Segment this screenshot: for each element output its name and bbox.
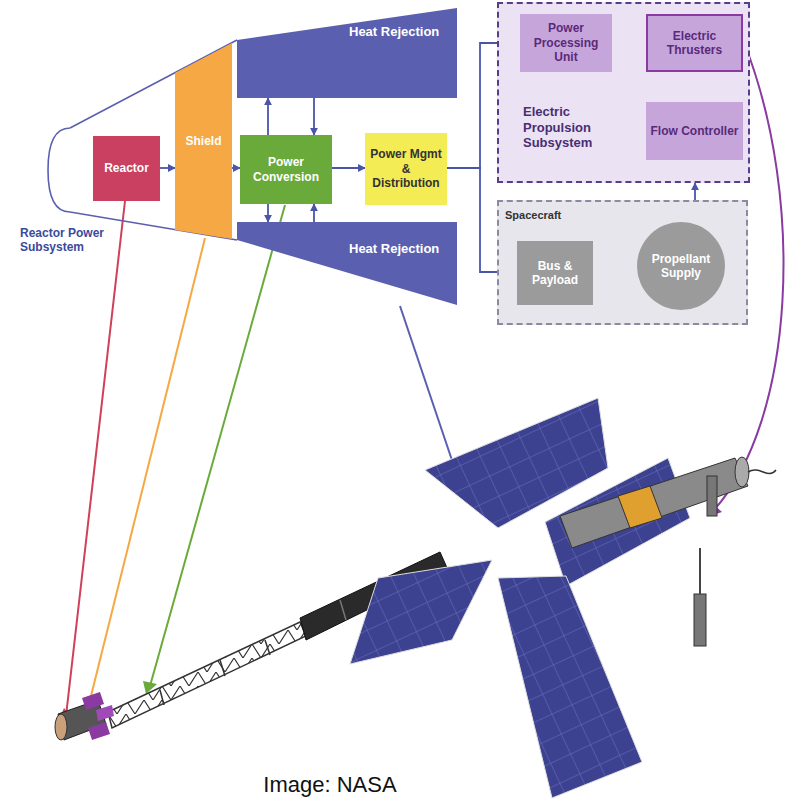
flow-arrow — [313, 98, 315, 135]
flow-arrow — [267, 98, 269, 135]
radiator-block: Heat Rejection — [237, 222, 457, 305]
image-credit: Image: NASA — [0, 772, 660, 798]
node-label: Shield — [181, 134, 225, 148]
node-label: Power Processing Unit — [520, 21, 612, 64]
payload-box: Bus & Payload — [517, 241, 593, 305]
flow-arrow — [232, 167, 240, 169]
leader-line — [150, 205, 285, 686]
node-label: Reactor — [100, 161, 153, 175]
radiator-block: Heat Rejection — [237, 8, 457, 98]
spacecraft-body — [560, 457, 776, 646]
node-label: Electric Propulsion Subsystem — [523, 104, 633, 151]
distribution-box: Power Mgmt & Distribution — [365, 133, 447, 205]
spacecraft-panel: SpacecraftBus & Payload Propellant Supply — [497, 200, 748, 325]
shield-block: Shield — [175, 43, 232, 239]
node-label: Heat Rejection — [349, 24, 453, 40]
process-box: Electric Thrusters — [646, 14, 743, 72]
node-label: Power Conversion — [240, 155, 332, 184]
leader-line — [400, 306, 460, 484]
flow-arrow — [160, 167, 175, 169]
radiator-panels — [350, 398, 690, 798]
flow-arrow — [694, 183, 696, 200]
process-box: Flow Controller — [646, 102, 743, 160]
reactor-module — [55, 692, 114, 740]
supply-circle: Propellant Supply — [637, 222, 725, 310]
radiator-block-shape — [237, 222, 457, 305]
node-label: Flow Controller — [647, 124, 743, 138]
node-label: Heat Rejection — [349, 241, 453, 257]
conversion-box: Power Conversion — [240, 135, 332, 204]
leader-line — [86, 238, 205, 716]
flow-arrow — [313, 204, 315, 222]
node-label: Power Mgmt & Distribution — [365, 147, 447, 190]
process-box: Power Processing Unit — [520, 14, 612, 72]
node-label: Electric Thrusters — [648, 29, 741, 58]
node-label: Spacecraft — [505, 209, 625, 222]
subsystem-panel: Electric Propulsion Subsystem Power Proce… — [497, 2, 750, 183]
reactor-box: Reactor — [93, 136, 160, 201]
flow-arrow — [267, 204, 269, 222]
node-label: Propellant Supply — [637, 252, 725, 281]
radiator-block-shape — [237, 8, 457, 98]
flow-arrow — [332, 167, 365, 169]
node-label: Bus & Payload — [517, 259, 593, 288]
node-label: Reactor Power Subsystem — [20, 226, 130, 255]
leader-line — [66, 201, 125, 716]
